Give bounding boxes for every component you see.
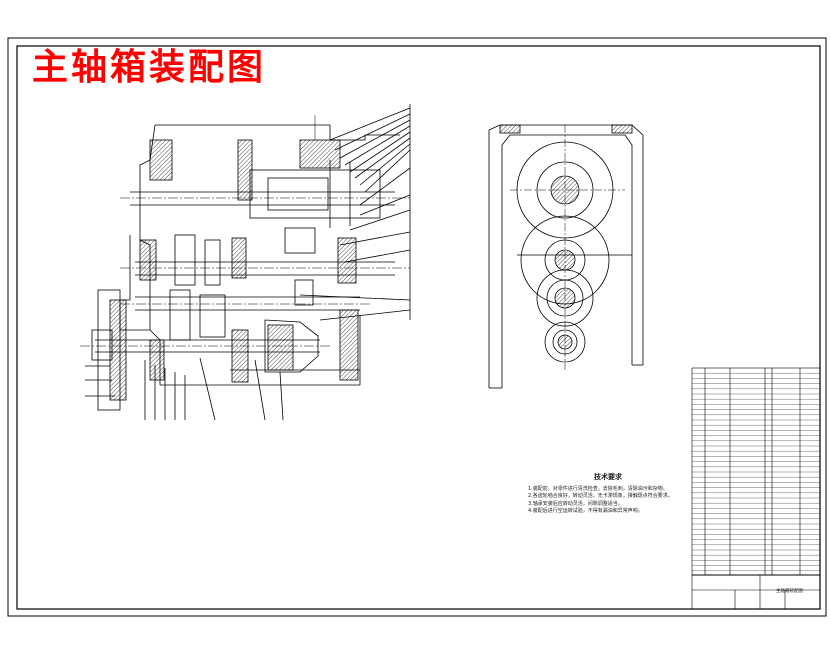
inner-frame	[16, 45, 821, 610]
technical-requirement-item: 3.轴承安装后应转动灵活，间隙调整适当。	[528, 500, 623, 507]
technical-requirement-item: 4.装配后进行空运转试验，不得有漏油和异常声响。	[528, 508, 643, 514]
side-view	[488, 124, 644, 389]
technical-requirement-item: 2.各齿轮啮合良好，转动灵活，无卡滞现象，接触斑点符合要求。	[528, 493, 673, 499]
outer-frame	[7, 37, 827, 617]
title-block-drawing-name: 主轴箱装配图	[776, 589, 803, 594]
page-title: 主轴箱装配图	[32, 46, 267, 88]
technical-requirements: 技术要求 1.装配前，对零件进行清洗检查，去除毛刺，清除油污和杂物。 2.各齿轮…	[528, 473, 688, 516]
parts-list	[691, 367, 821, 610]
main-section-view	[80, 104, 411, 421]
technical-requirement-item: 1.装配前，对零件进行清洗检查，去除毛刺，清除油污和杂物。	[528, 485, 668, 492]
technical-requirements-heading: 技术要求	[594, 473, 622, 481]
